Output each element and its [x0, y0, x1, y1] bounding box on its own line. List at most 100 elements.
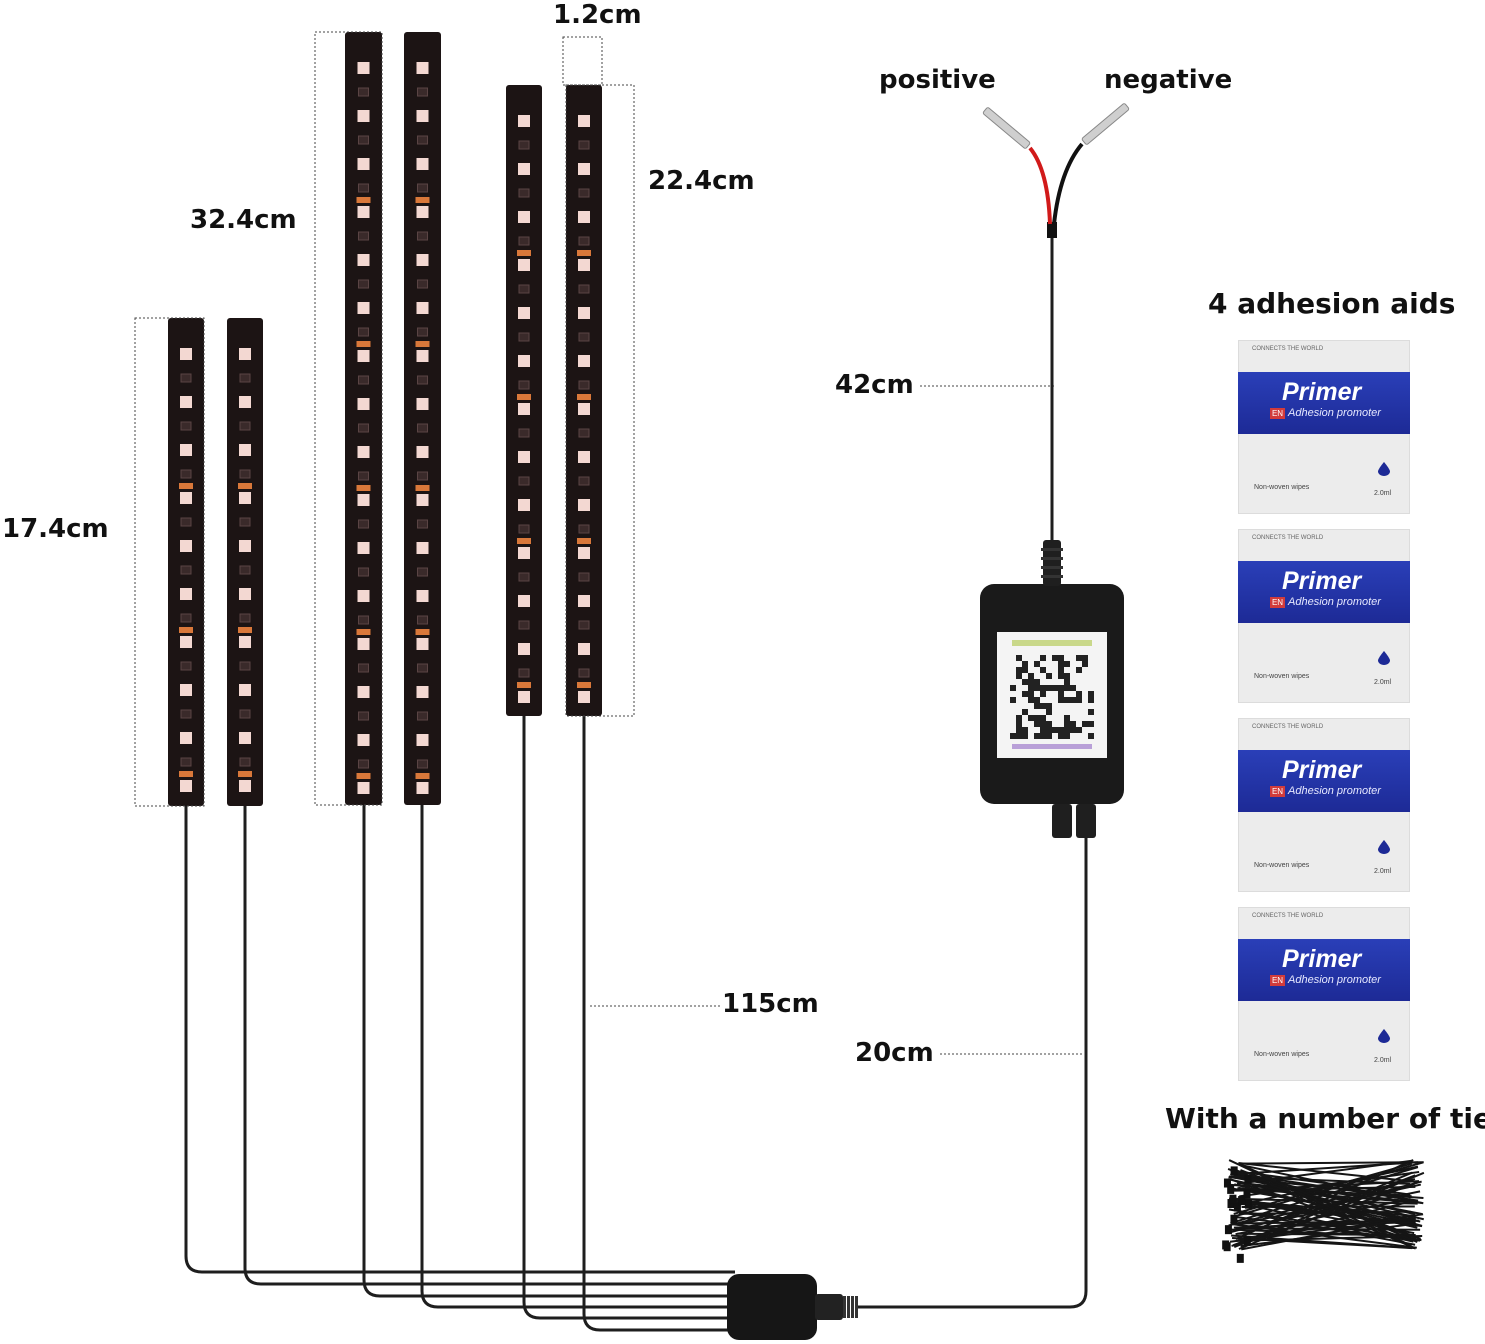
- led-chip: [416, 638, 429, 650]
- resistor: [518, 476, 530, 486]
- qr-module: [1022, 661, 1028, 667]
- led-chip: [518, 115, 530, 127]
- led-chip: [416, 254, 429, 266]
- tie-head: [1238, 1196, 1246, 1206]
- resistor: [578, 668, 590, 678]
- led-chip: [578, 307, 590, 319]
- led-chip: [357, 446, 370, 458]
- qr-module: [1088, 721, 1094, 727]
- solder-pad: [238, 483, 252, 489]
- resistor: [358, 231, 369, 241]
- cable-tie: [1233, 1171, 1413, 1249]
- qr-module: [1064, 697, 1070, 703]
- led-chip: [578, 259, 590, 271]
- qr-module: [1016, 715, 1022, 721]
- led-chip: [416, 446, 429, 458]
- tie-head: [1244, 1199, 1252, 1209]
- resistor: [358, 519, 369, 529]
- resistor: [358, 375, 369, 385]
- solder-pad: [356, 629, 371, 635]
- tie-head: [1224, 1225, 1232, 1235]
- led-chip: [357, 350, 370, 362]
- led-chip: [239, 396, 251, 408]
- resistor: [239, 517, 251, 527]
- qr-module: [1082, 655, 1088, 661]
- led-chip: [578, 451, 590, 463]
- qr-module: [1058, 727, 1064, 733]
- qr-module: [1046, 685, 1052, 691]
- led-chip: [518, 403, 530, 415]
- strip-cable: [582, 716, 735, 1332]
- led-chip: [518, 451, 530, 463]
- led-chip: [416, 494, 429, 506]
- led-chip: [180, 780, 192, 792]
- resistor: [578, 188, 590, 198]
- cable-tie: [1241, 1216, 1414, 1251]
- solder-pad: [356, 197, 371, 203]
- qr-module: [1040, 655, 1046, 661]
- led-chip: [357, 206, 370, 218]
- qr-module: [1040, 685, 1046, 691]
- resistor: [518, 524, 530, 534]
- solder-pad: [356, 341, 371, 347]
- cable-tie: [1236, 1161, 1424, 1217]
- qr-module: [1022, 679, 1028, 685]
- connector-neck: [815, 1294, 843, 1320]
- led-chip: [357, 734, 370, 746]
- solder-pad: [179, 627, 193, 633]
- resistor: [518, 140, 530, 150]
- resistor: [358, 471, 369, 481]
- qr-module: [1034, 679, 1040, 685]
- solder-pad: [179, 771, 193, 777]
- qr-module: [1040, 721, 1046, 727]
- resistor: [239, 421, 251, 431]
- qr-module: [1046, 673, 1052, 679]
- drop-icon: [1378, 840, 1390, 854]
- qr-code-icon: [997, 632, 1107, 758]
- primer-title: Primer: [1282, 756, 1362, 784]
- led-strip-icon: [227, 318, 263, 806]
- led-chip: [239, 492, 251, 504]
- qr-module: [1088, 697, 1094, 703]
- resistor: [578, 236, 590, 246]
- qr-module: [1046, 733, 1052, 739]
- qr-module: [1088, 709, 1094, 715]
- solder-pad: [415, 197, 430, 203]
- controller-box-icon: [980, 540, 1124, 838]
- qr-module: [1040, 691, 1046, 697]
- led-chip: [239, 780, 251, 792]
- led-strip-icon: [345, 32, 382, 805]
- led-chip: [180, 636, 192, 648]
- label-controller-cable: 20cm: [855, 1038, 934, 1068]
- controller-outlet-right: [1076, 804, 1096, 838]
- power-lead: [982, 103, 1130, 540]
- resistor: [358, 87, 369, 97]
- led-chip: [416, 206, 429, 218]
- qr-module: [1064, 685, 1070, 691]
- qr-module: [1064, 715, 1070, 721]
- cable-tie: [1228, 1159, 1412, 1247]
- led-chip: [357, 782, 370, 794]
- qr-module: [1058, 661, 1064, 667]
- resistor: [417, 471, 428, 481]
- led-strip-icon: [404, 32, 441, 805]
- qr-module: [1034, 661, 1040, 667]
- qr-module: [1082, 721, 1088, 727]
- connector-rib: [847, 1296, 850, 1318]
- qr-module: [1034, 703, 1040, 709]
- ties-heading: With a number of ties: [1165, 1102, 1485, 1135]
- resistor: [180, 613, 192, 623]
- label-positive: positive: [879, 65, 996, 95]
- connector-rib: [855, 1296, 858, 1318]
- resistor: [180, 565, 192, 575]
- qr-module: [1064, 733, 1070, 739]
- qr-module: [1046, 709, 1052, 715]
- resistor: [578, 428, 590, 438]
- resistor: [180, 757, 192, 767]
- qr-module: [1076, 667, 1082, 673]
- resistor: [180, 373, 192, 383]
- qr-module: [1088, 691, 1094, 697]
- qr-footer: [1012, 744, 1092, 749]
- qr-module: [1058, 691, 1064, 697]
- led-chip: [518, 547, 530, 559]
